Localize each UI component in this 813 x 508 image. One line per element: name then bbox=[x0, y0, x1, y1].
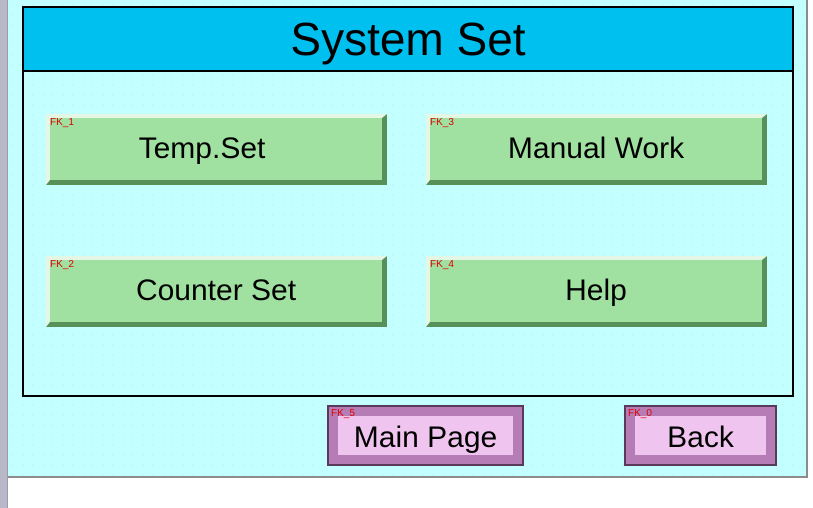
manual-work-label: Manual Work bbox=[507, 132, 685, 165]
fk-tag: FK_5 bbox=[331, 408, 355, 419]
main-page-button[interactable]: FK_5 Main Page bbox=[327, 405, 524, 466]
temp-set-label: Temp.Set bbox=[138, 132, 266, 165]
fk-tag: FK_4 bbox=[430, 259, 454, 270]
help-label: Help bbox=[565, 274, 627, 307]
main-page-label: Main Page bbox=[353, 420, 498, 454]
fk-tag: FK_2 bbox=[50, 259, 74, 270]
title-bar: System Set bbox=[24, 8, 792, 72]
back-button[interactable]: FK_0 Back bbox=[624, 405, 777, 466]
system-set-panel: System Set FK_1 Temp.Set FK_3 Manual Wor… bbox=[22, 6, 794, 397]
back-label: Back bbox=[667, 420, 734, 454]
temp-set-button[interactable]: FK_1 Temp.Set bbox=[46, 114, 387, 185]
counter-set-label: Counter Set bbox=[135, 274, 297, 307]
window-left-edge bbox=[0, 0, 8, 508]
hmi-screen: System Set FK_1 Temp.Set FK_3 Manual Wor… bbox=[8, 0, 808, 478]
fk-tag: FK_1 bbox=[50, 117, 74, 128]
counter-set-button[interactable]: FK_2 Counter Set bbox=[46, 256, 387, 327]
manual-work-button[interactable]: FK_3 Manual Work bbox=[426, 114, 767, 185]
fk-tag: FK_3 bbox=[430, 117, 454, 128]
fk-tag: FK_0 bbox=[628, 408, 652, 419]
page-title: System Set bbox=[290, 13, 526, 65]
help-button[interactable]: FK_4 Help bbox=[426, 256, 767, 327]
